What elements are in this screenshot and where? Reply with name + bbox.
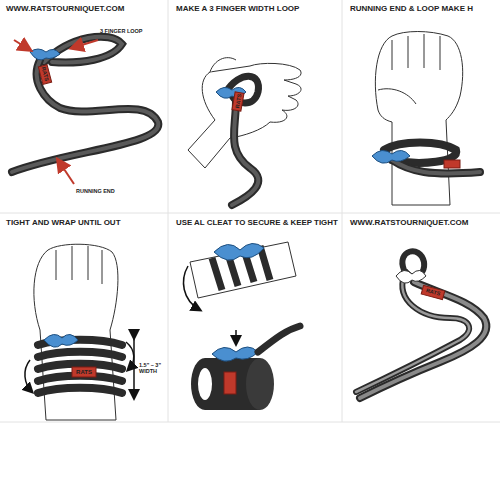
cleat xyxy=(372,150,460,168)
dimension: 1.5" – 3" WIDTH xyxy=(139,362,165,374)
step-title: TIGHT AND WRAP UNTIL OUT xyxy=(6,219,121,228)
cleat xyxy=(396,270,445,299)
cleat xyxy=(44,334,96,377)
site-address: WWW.RATSTOURNIQUET.COM xyxy=(6,5,124,14)
step-title: RUNNING END & LOOP MAKE H xyxy=(350,5,473,14)
forearm-drawing xyxy=(184,242,296,310)
cleat xyxy=(216,87,246,111)
part-name: 3 FINGER LOOP xyxy=(100,28,142,34)
wrap-cylinder xyxy=(191,326,300,410)
tourniquet-loop xyxy=(12,37,158,172)
hand-drawing xyxy=(188,58,301,168)
part-name: RUNNING END xyxy=(76,188,115,194)
motion-arrows xyxy=(25,338,134,398)
cleat xyxy=(30,49,60,84)
pointer-arrows xyxy=(14,40,98,184)
sleeve-text: RATS xyxy=(76,369,92,376)
step-title: USE AL CLEAT TO SECURE & KEEP TIGHT xyxy=(176,219,338,228)
site-address: WWW.RATSTOURNIQUET.COM xyxy=(350,219,468,228)
fist-drawing xyxy=(375,32,462,206)
step-title: MAKE A 3 FINGER WIDTH LOOP xyxy=(176,5,299,14)
tourniquet-loop xyxy=(356,251,486,398)
tourniquet-wraps xyxy=(38,340,122,393)
panel-borders xyxy=(0,0,500,422)
